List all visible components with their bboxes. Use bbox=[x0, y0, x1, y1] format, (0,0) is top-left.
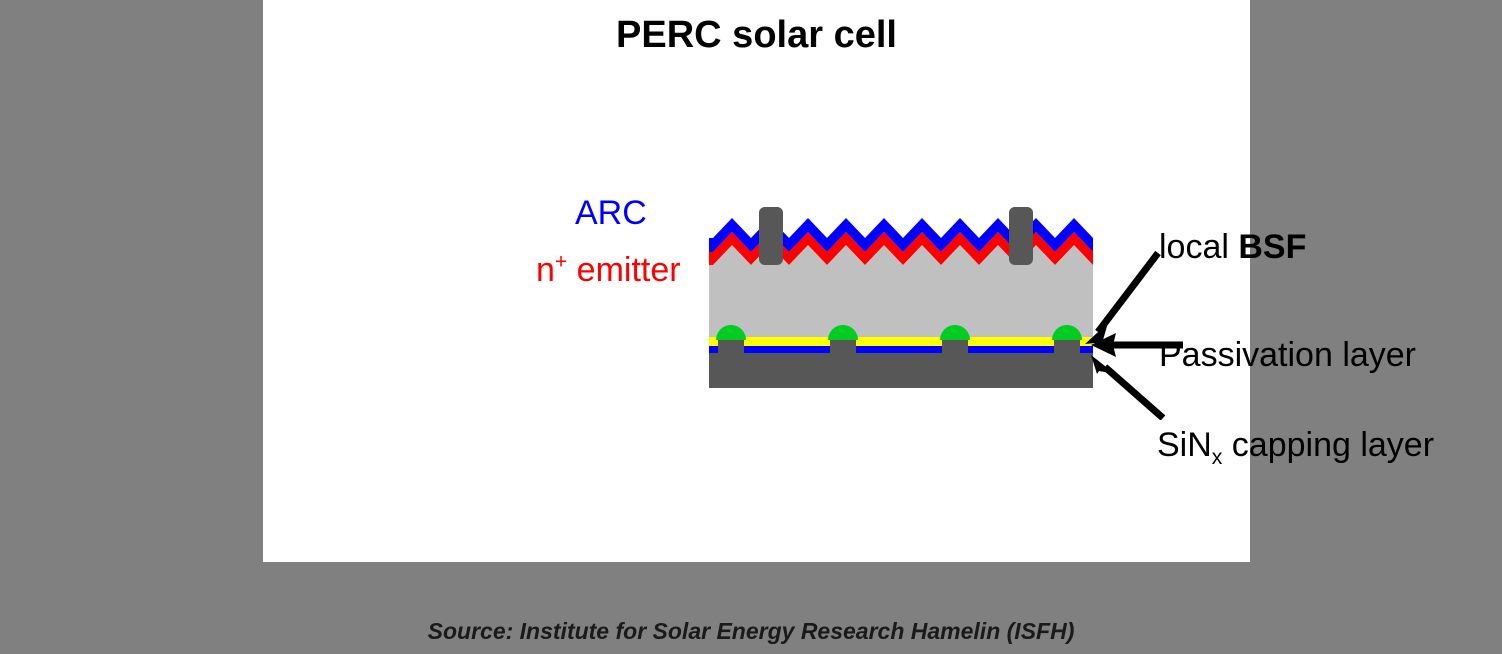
sinx-capping-segment-3 bbox=[856, 345, 942, 353]
passivation-segment-5 bbox=[1080, 337, 1093, 346]
local-bsf-dome-2 bbox=[828, 325, 858, 340]
rear-metal-contact bbox=[709, 350, 1093, 388]
rear-contact-plug-4 bbox=[1054, 338, 1080, 354]
source-caption: Source: Institute for Solar Energy Resea… bbox=[427, 618, 1075, 644]
passivation-segment-3 bbox=[856, 337, 942, 346]
emitter-label-superscript: + bbox=[554, 250, 568, 274]
label-passivation-layer: Passivation layer bbox=[1159, 336, 1417, 374]
sinx-capping-segment-5 bbox=[1080, 345, 1093, 353]
slide-bottom-left-step bbox=[251, 562, 383, 568]
perc-cell-cross-section-diagram bbox=[709, 207, 1183, 420]
arrow-sinx-capping-layer bbox=[1091, 355, 1166, 420]
local-bsf-dome-1 bbox=[716, 325, 746, 340]
slide-panel: PERC solar cell ARC n+ emitter local BSF… bbox=[263, 0, 1434, 562]
arrow-local-bsf bbox=[1085, 250, 1161, 344]
slide-left-edge-notch bbox=[250, 232, 263, 408]
front-finger-1-overlay bbox=[759, 207, 783, 265]
rear-contact-plug-1 bbox=[718, 338, 744, 354]
front-finger-2-overlay bbox=[1009, 207, 1033, 265]
page-title: PERC solar cell bbox=[616, 14, 897, 56]
local-bsf-dome-4 bbox=[1052, 325, 1082, 340]
sinx-capping-segment-2 bbox=[744, 345, 830, 353]
passivation-segment-4 bbox=[968, 337, 1054, 346]
rear-contact-plug-2 bbox=[830, 338, 856, 354]
silicon-wafer-base bbox=[709, 245, 1093, 350]
label-n-plus-emitter: n+ emitter bbox=[536, 250, 681, 289]
sinx-capping-segment-1 bbox=[709, 345, 718, 353]
passivation-segment-1 bbox=[709, 337, 718, 346]
front-metal-fingers-overlay bbox=[759, 207, 1033, 265]
local-bsf-bold-text: BSF bbox=[1238, 228, 1307, 266]
local-bsf-domes bbox=[716, 325, 1082, 340]
n-plus-emitter-layer bbox=[709, 232, 1093, 265]
rear-local-contact-plugs bbox=[718, 338, 1080, 354]
capping-label-base: SiN bbox=[1157, 426, 1212, 464]
sinx-capping-layer bbox=[709, 345, 1093, 353]
passivation-segment-2 bbox=[744, 337, 830, 346]
capping-label-subscript: x bbox=[1211, 445, 1223, 469]
rear-contact-plug-3 bbox=[942, 338, 968, 354]
local-bsf-regular-text: local bbox=[1159, 228, 1239, 266]
emitter-label-rest: emitter bbox=[567, 251, 681, 289]
passivation-layer bbox=[709, 337, 1093, 346]
label-sinx-capping-layer: SiNx capping layer bbox=[1157, 426, 1435, 468]
local-bsf-dome-3 bbox=[940, 325, 970, 340]
arrow-passivation-layer bbox=[1091, 333, 1183, 357]
capping-label-rest: capping layer bbox=[1222, 426, 1435, 464]
label-arc: ARC bbox=[575, 194, 647, 232]
arc-anti-reflective-coating-layer bbox=[709, 218, 1093, 252]
sinx-capping-segment-4 bbox=[968, 345, 1054, 353]
label-local-bsf: local BSF bbox=[1159, 228, 1306, 267]
emitter-label-base: n bbox=[536, 251, 555, 289]
